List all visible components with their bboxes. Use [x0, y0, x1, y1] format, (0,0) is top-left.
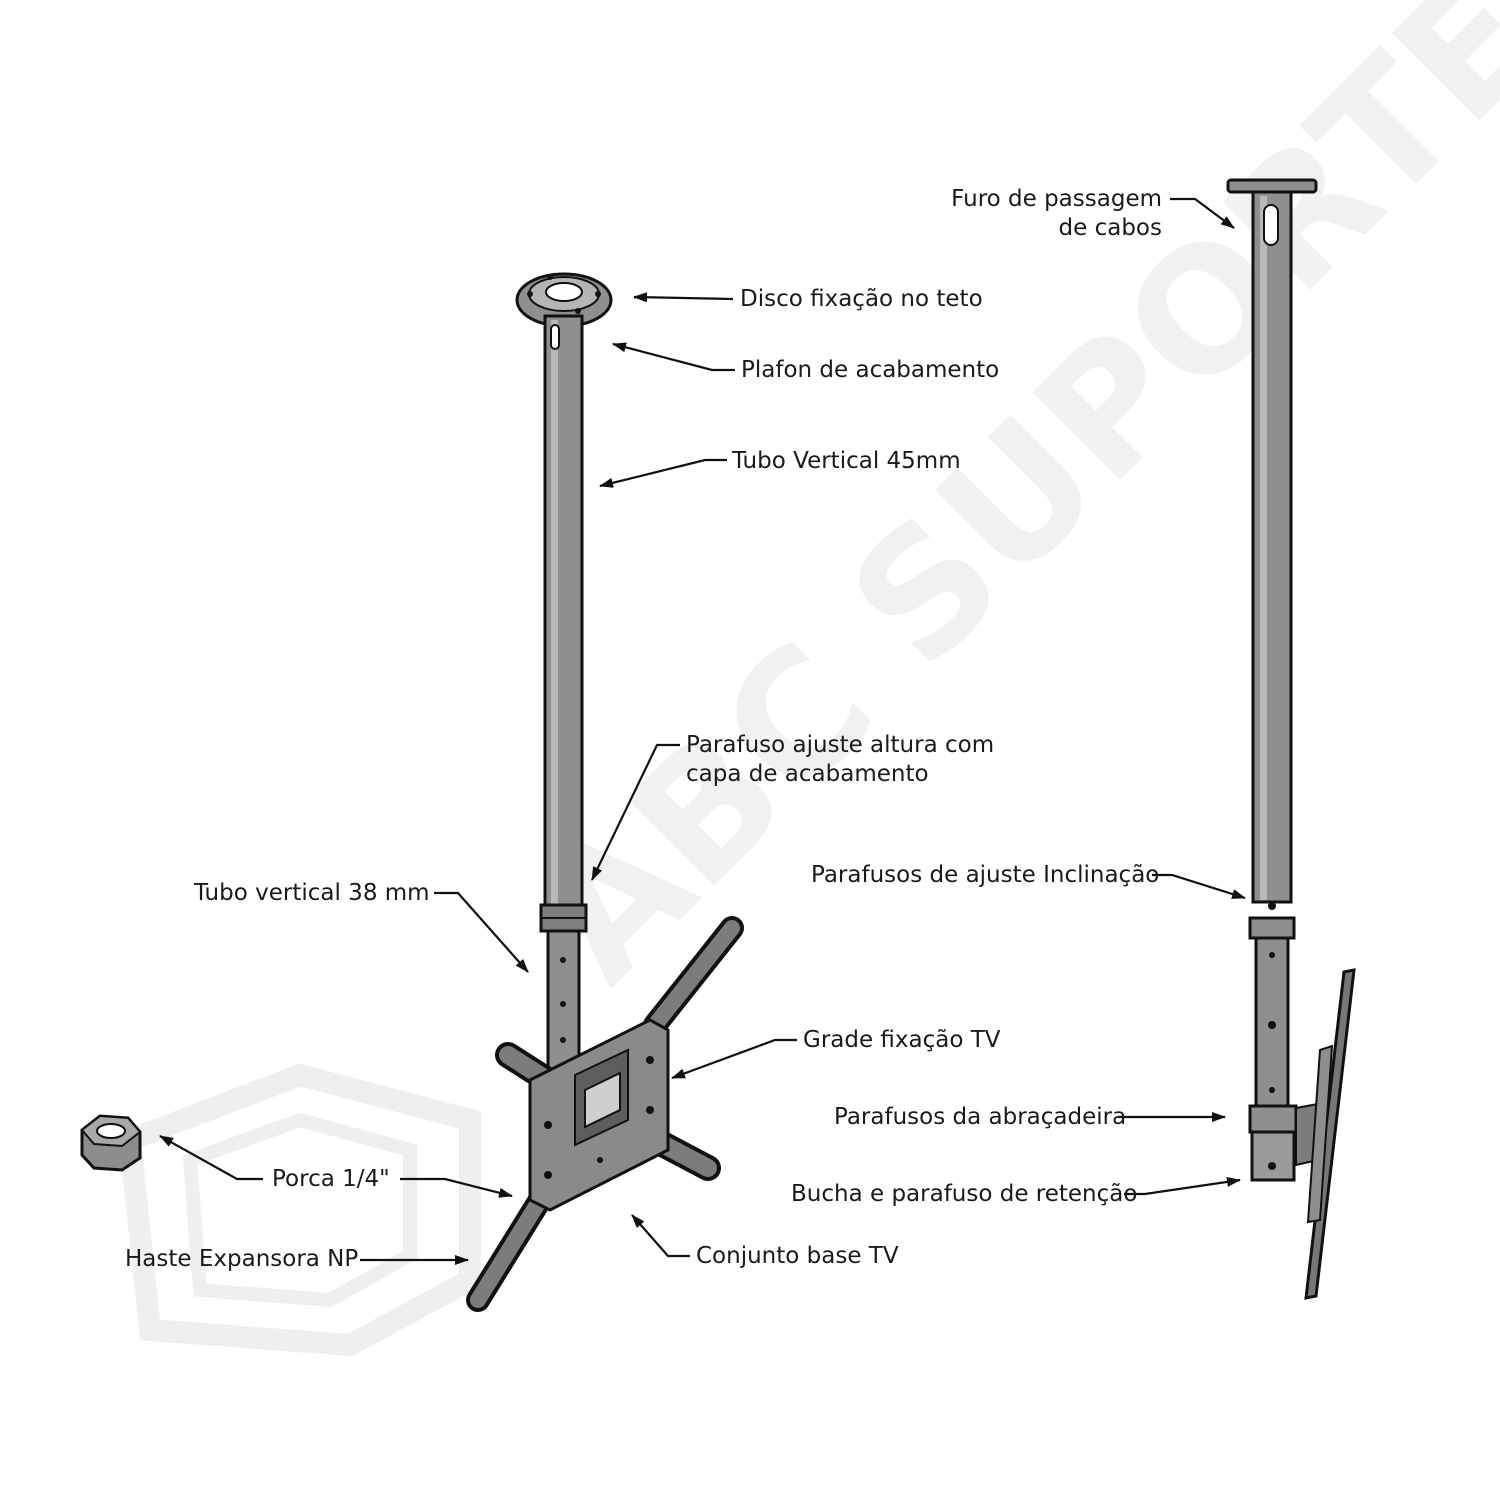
label-parafuso-altura: Parafuso ajuste altura com capa de acaba… — [686, 731, 994, 789]
leader-porca-nut — [159, 1135, 263, 1181]
hex-nut — [80, 1114, 142, 1172]
label-plafon: Plafon de acabamento — [741, 357, 1000, 383]
leader-lines — [159, 197, 1246, 1265]
leader-bucha — [1124, 1176, 1241, 1196]
label-bucha-parafuso: Bucha e parafuso de retenção — [791, 1181, 1138, 1207]
leader-grade — [671, 1038, 797, 1080]
tube-side-lower — [1254, 936, 1290, 1110]
leader-disco — [633, 292, 734, 303]
label-furo-line1: Furo de passagem — [951, 186, 1162, 212]
clamp-side — [1248, 1102, 1319, 1182]
label-tubo-38: Tubo vertical 38 mm — [194, 880, 430, 906]
right-mount-assembly — [1226, 178, 1356, 1300]
leader-tubo38 — [434, 891, 529, 973]
label-disco-fixacao: Disco fixação no teto — [740, 286, 983, 312]
tube-38mm — [546, 929, 581, 1073]
label-furo-passagem: Furo de passagem de cabos — [930, 185, 1162, 243]
label-tubo-45: Tubo Vertical 45mm — [732, 448, 961, 474]
ceiling-disc — [515, 272, 613, 328]
label-conjunto-base: Conjunto base TV — [696, 1243, 899, 1269]
leader-conjunto — [631, 1214, 690, 1258]
label-parafusos-abracadeira: Parafusos da abraçadeira — [834, 1104, 1127, 1130]
label-parafusos-inclinacao: Parafusos de ajuste Inclinação — [811, 862, 1160, 888]
tube-side-upper — [1251, 190, 1293, 910]
height-adjust-collar — [539, 903, 588, 933]
leader-tubo45 — [599, 458, 727, 488]
leader-inclinacao — [1152, 873, 1246, 900]
tv-mounting-plate — [528, 1018, 670, 1212]
leader-furo — [1170, 197, 1235, 229]
tube-45mm — [543, 314, 584, 908]
left-mount-assembly — [80, 272, 744, 1312]
label-furo-line2: de cabos — [1058, 215, 1162, 241]
label-grade-fixacao: Grade fixação TV — [803, 1027, 1001, 1053]
label-parafuso-altura-line1: Parafuso ajuste altura com — [686, 732, 995, 758]
label-haste-expansora: Haste Expansora NP — [125, 1246, 359, 1272]
collar-side — [1248, 916, 1296, 940]
tv-bracket-side — [1304, 968, 1356, 1300]
expander-arms — [466, 916, 744, 1312]
leader-porca-plate — [400, 1177, 513, 1198]
label-porca: Porca 1/4" — [272, 1166, 390, 1192]
label-parafuso-altura-line2: capa de acabamento — [686, 761, 929, 787]
leader-plafon — [612, 342, 735, 372]
leader-parafuso-altura — [591, 743, 680, 881]
ceiling-plate-side — [1226, 178, 1318, 194]
